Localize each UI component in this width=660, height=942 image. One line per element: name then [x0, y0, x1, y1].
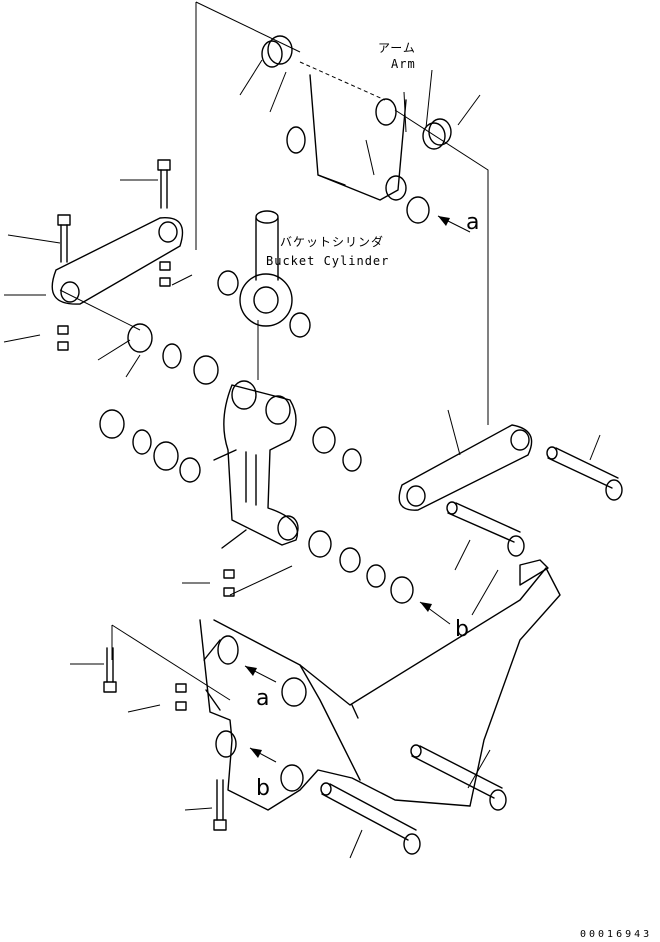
callout-b-middle: b: [455, 617, 469, 642]
arm-bushings: [286, 118, 452, 224]
arm-label: Arm: [391, 57, 416, 71]
left-link: [51, 217, 184, 305]
pins: [320, 446, 623, 855]
leader-lines: [3, 59, 601, 859]
center-link: [213, 380, 299, 549]
callout-arrows: [244, 215, 471, 763]
drawing-number: 00016943: [580, 929, 653, 940]
arm-label-japanese: アーム: [378, 41, 416, 55]
bucket-body: [199, 559, 561, 811]
callout-a-lower: a: [256, 686, 270, 711]
assembly-lines: [59, 1, 489, 701]
callout-b-lower: b: [256, 776, 270, 801]
arm-washer-top: [261, 35, 293, 68]
arm-bracket: [309, 74, 407, 201]
bolts: [57, 159, 227, 831]
seals-and-bushings: [99, 270, 414, 604]
bucket-cylinder-label-japanese: バケットシリンダ: [280, 235, 385, 249]
callout-a-upper: a: [466, 210, 480, 235]
bucket-cylinder-label: Bucket Cylinder: [266, 254, 390, 268]
nuts: [57, 261, 235, 711]
bucket-cylinder-rod: [239, 210, 293, 327]
right-link: [398, 424, 533, 511]
